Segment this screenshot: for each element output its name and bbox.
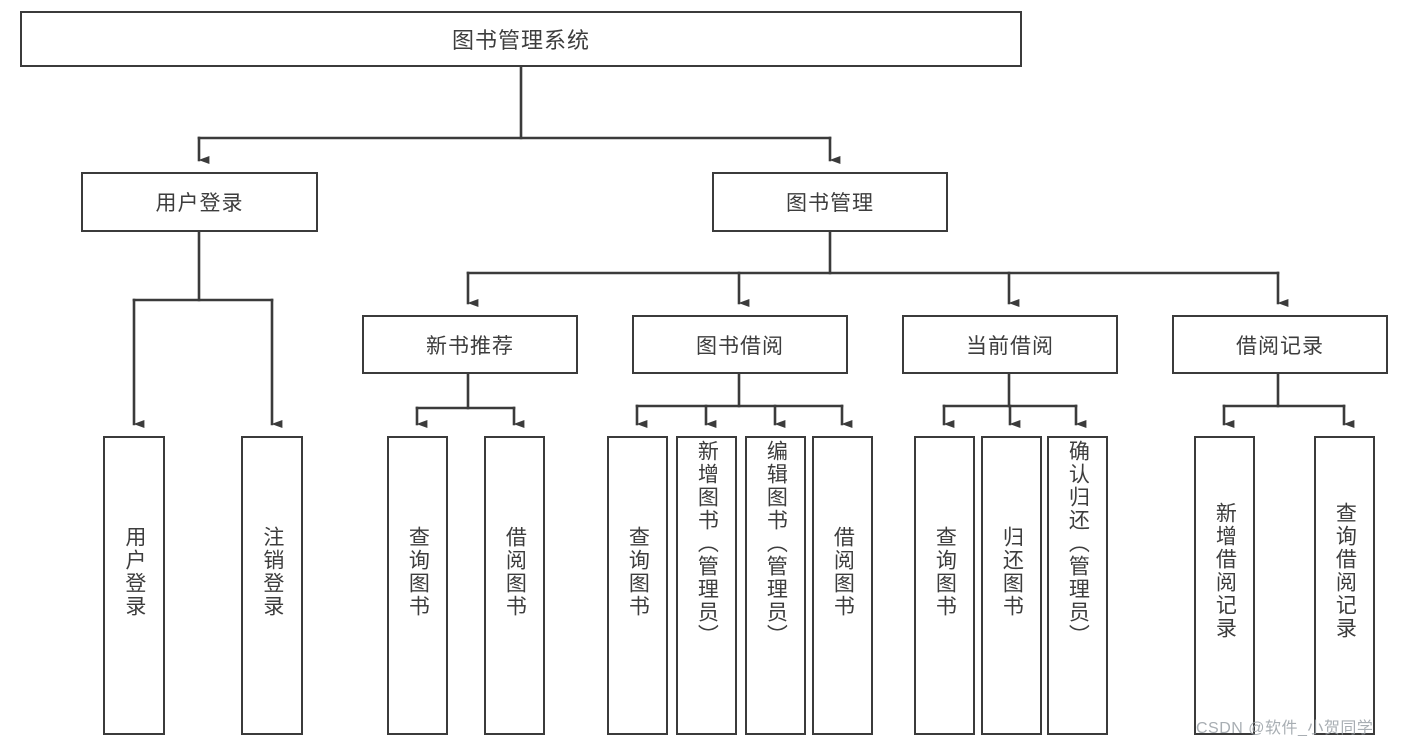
watermark-credit: CSDN @软件_小贺同学: [1196, 720, 1374, 737]
node-label: 图书管理系统: [451, 28, 590, 53]
node-current-borrow[interactable]: 当前借阅: [902, 315, 1118, 374]
node-label: 用户登录: [155, 192, 244, 215]
node-label: 图书管理: [786, 192, 874, 215]
leaf-add-book-admin[interactable]: 新增图书（管理员）: [676, 436, 737, 735]
leaf-label: 查询借阅记录: [1333, 502, 1357, 640]
node-label: 借阅记录: [1236, 334, 1324, 358]
node-label: 当前借阅: [966, 334, 1054, 358]
leaf-confirm-return-admin[interactable]: 确认归还（管理员）: [1047, 436, 1108, 735]
node-user-login[interactable]: 用户登录: [81, 172, 318, 232]
node-root-system[interactable]: 图书管理系统: [20, 11, 1022, 67]
node-label: 新书推荐: [426, 334, 514, 358]
leaf-return-book[interactable]: 归还图书: [981, 436, 1042, 735]
leaf-label: 注销登录: [260, 526, 284, 618]
leaf-query-borrow-record[interactable]: 查询借阅记录: [1314, 436, 1375, 735]
leaf-label: 借阅图书: [503, 526, 527, 618]
leaf-borrow-book-recommend[interactable]: 借阅图书: [484, 436, 545, 735]
leaf-query-book-recommend[interactable]: 查询图书: [387, 436, 448, 735]
leaf-add-borrow-record[interactable]: 新增借阅记录: [1194, 436, 1255, 735]
leaf-borrow-book[interactable]: 借阅图书: [812, 436, 873, 735]
leaf-user-login[interactable]: 用户登录: [103, 436, 165, 735]
leaf-edit-book-admin[interactable]: 编辑图书（管理员）: [745, 436, 806, 735]
leaf-label: 新增借阅记录: [1213, 502, 1237, 640]
leaf-label: 查询图书: [406, 526, 430, 618]
leaf-query-book-borrow[interactable]: 查询图书: [607, 436, 668, 735]
leaf-label: 确认归还（管理员）: [1066, 440, 1090, 647]
node-new-book-recommend[interactable]: 新书推荐: [362, 315, 578, 374]
leaf-label: 归还图书: [1000, 526, 1024, 618]
leaf-logout[interactable]: 注销登录: [241, 436, 303, 735]
leaf-label: 新增图书（管理员）: [695, 440, 719, 647]
leaf-label: 用户登录: [122, 526, 146, 618]
node-book-borrow[interactable]: 图书借阅: [632, 315, 848, 374]
leaf-label: 查询图书: [626, 526, 650, 618]
leaf-label: 查询图书: [933, 526, 957, 618]
leaf-label: 编辑图书（管理员）: [764, 440, 788, 647]
node-borrow-record[interactable]: 借阅记录: [1172, 315, 1388, 374]
leaf-label: 借阅图书: [831, 526, 855, 618]
node-book-management[interactable]: 图书管理: [712, 172, 948, 232]
node-label: 图书借阅: [696, 334, 784, 358]
leaf-query-book-current[interactable]: 查询图书: [914, 436, 975, 735]
